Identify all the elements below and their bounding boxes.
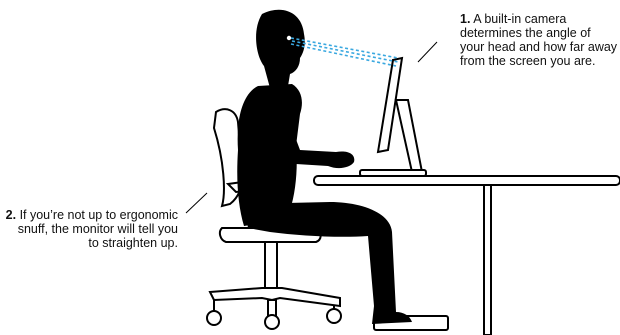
callout-camera: 1. A built-in camera determines the angl…	[460, 12, 618, 68]
desk	[314, 176, 620, 335]
chair-post	[265, 242, 277, 290]
callout-1-leader	[418, 42, 437, 62]
person-head	[256, 10, 305, 88]
chair-wheel	[265, 315, 279, 329]
callout-posture: 2. If you’re not up to ergonomic snuff, …	[4, 208, 178, 250]
callout-number: 2.	[6, 208, 16, 222]
monitor-base	[360, 170, 426, 176]
callout-text: If you’re not up to ergonomic snuff, the…	[18, 208, 178, 250]
callout-number: 1.	[460, 12, 470, 26]
desk-top	[314, 176, 620, 185]
chair-wheel	[207, 311, 221, 325]
eye	[287, 36, 291, 40]
sight-lines	[291, 38, 398, 66]
monitor	[360, 58, 426, 176]
person-silhouette	[237, 10, 412, 324]
callout-text: A built-in camera determines the angle o…	[460, 12, 617, 68]
callout-2-leader	[186, 193, 207, 213]
desk-leg	[484, 185, 491, 335]
monitor-stand	[396, 100, 422, 172]
chair-wheel	[327, 309, 341, 323]
